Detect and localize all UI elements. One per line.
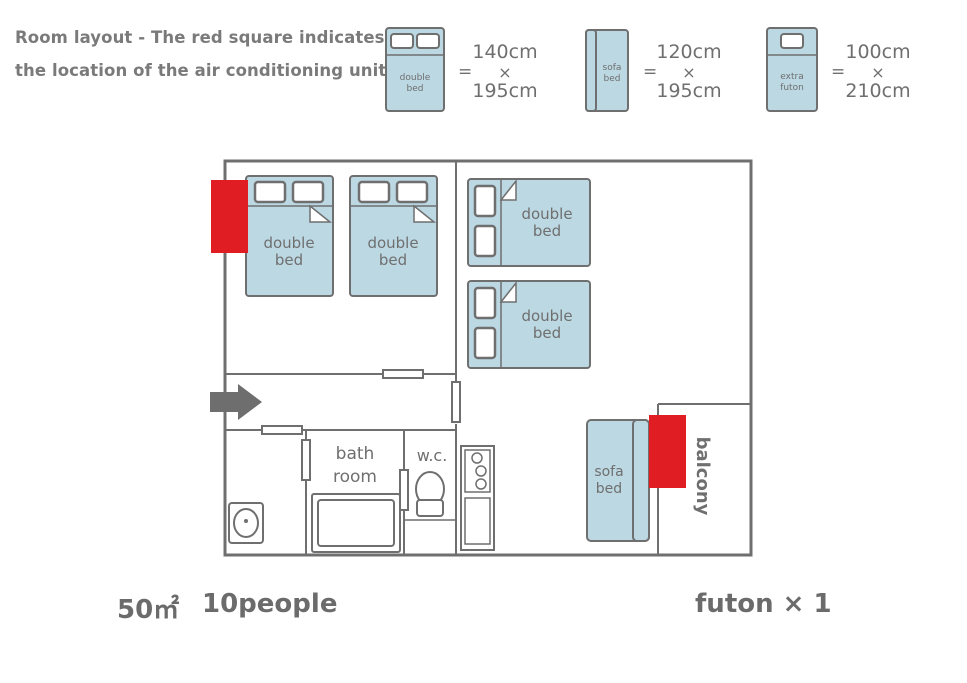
bed1-label-1: double — [263, 234, 314, 252]
legend-futon-label-1: extra — [780, 72, 803, 82]
legend-double-length: 195cm — [472, 80, 538, 102]
door — [261, 425, 303, 435]
bed1-label-2: bed — [275, 251, 303, 269]
double-bed-4: double bed — [467, 280, 591, 369]
sofa-label-2: bed — [596, 481, 622, 497]
bed2-label-1: double — [367, 234, 418, 252]
futon-count-label: futon × 1 — [695, 589, 832, 619]
extra-futon-icon: extra futon — [766, 27, 818, 112]
double-bed-icon: double bed — [385, 27, 445, 112]
legend-futon-length: 210cm — [845, 80, 911, 102]
wc-label: w.c. — [417, 446, 448, 465]
door — [301, 439, 311, 481]
ac-unit-2 — [649, 415, 686, 488]
legend-double-label-1: double — [400, 73, 431, 83]
ac-unit-1 — [211, 180, 248, 253]
legend-futon-label-2: futon — [780, 83, 804, 93]
bed3-label-1: double — [521, 205, 572, 223]
washbasin-icon — [228, 502, 264, 544]
legend-double-label-2: bed — [407, 84, 424, 94]
sofa-label-1: sofa — [594, 464, 623, 480]
caption-line-2: the location of the air conditioning uni… — [15, 61, 397, 80]
legend-sofa-length: 195cm — [656, 80, 722, 102]
outer-wall — [223, 159, 753, 557]
bathtub-icon — [311, 493, 401, 553]
legend-sofa-label-1: sofa — [603, 63, 622, 73]
bed2-label-2: bed — [379, 251, 407, 269]
legend-sofa-width: 120cm — [656, 41, 722, 63]
balcony-label: balcony — [692, 437, 713, 516]
legend-icons: double bed sofa bed extra futon — [385, 27, 818, 112]
floor-plan: double bed double bed double bed double … — [210, 159, 753, 557]
legend-double-equals: = — [458, 62, 473, 82]
toilet-icon — [415, 471, 445, 517]
door — [399, 469, 409, 511]
bath-label-2: room — [333, 467, 377, 487]
capacity-label: 10people — [202, 589, 338, 619]
legend-futon-equals: = — [831, 62, 846, 82]
sofa-bed-icon: sofa bed — [585, 29, 629, 112]
area-label: 50㎡ — [117, 595, 180, 625]
legend-sofa-label-2: bed — [604, 74, 621, 84]
entrance-arrow-icon — [210, 384, 262, 420]
legend-futon-width: 100cm — [845, 41, 911, 63]
door — [382, 369, 424, 379]
caption-line-1: Room layout - The red square indicates — [15, 28, 385, 47]
bath-label-1: bath — [336, 444, 375, 464]
legend-sofa-equals: = — [643, 62, 658, 82]
bed4-label-2: bed — [533, 324, 561, 342]
door — [451, 381, 461, 423]
legend-double-width: 140cm — [472, 41, 538, 63]
legend-double-times: × — [498, 63, 512, 82]
legend-sofa-times: × — [682, 63, 696, 82]
legend-futon-times: × — [871, 63, 885, 82]
double-bed-2: double bed — [349, 175, 438, 297]
double-bed-3: double bed — [467, 178, 591, 267]
double-bed-1: double bed — [245, 175, 334, 297]
bed4-label-1: double — [521, 307, 572, 325]
bed3-label-2: bed — [533, 222, 561, 240]
kitchen-counter-icon — [460, 445, 495, 551]
sofa-bed: sofa bed — [586, 419, 650, 542]
